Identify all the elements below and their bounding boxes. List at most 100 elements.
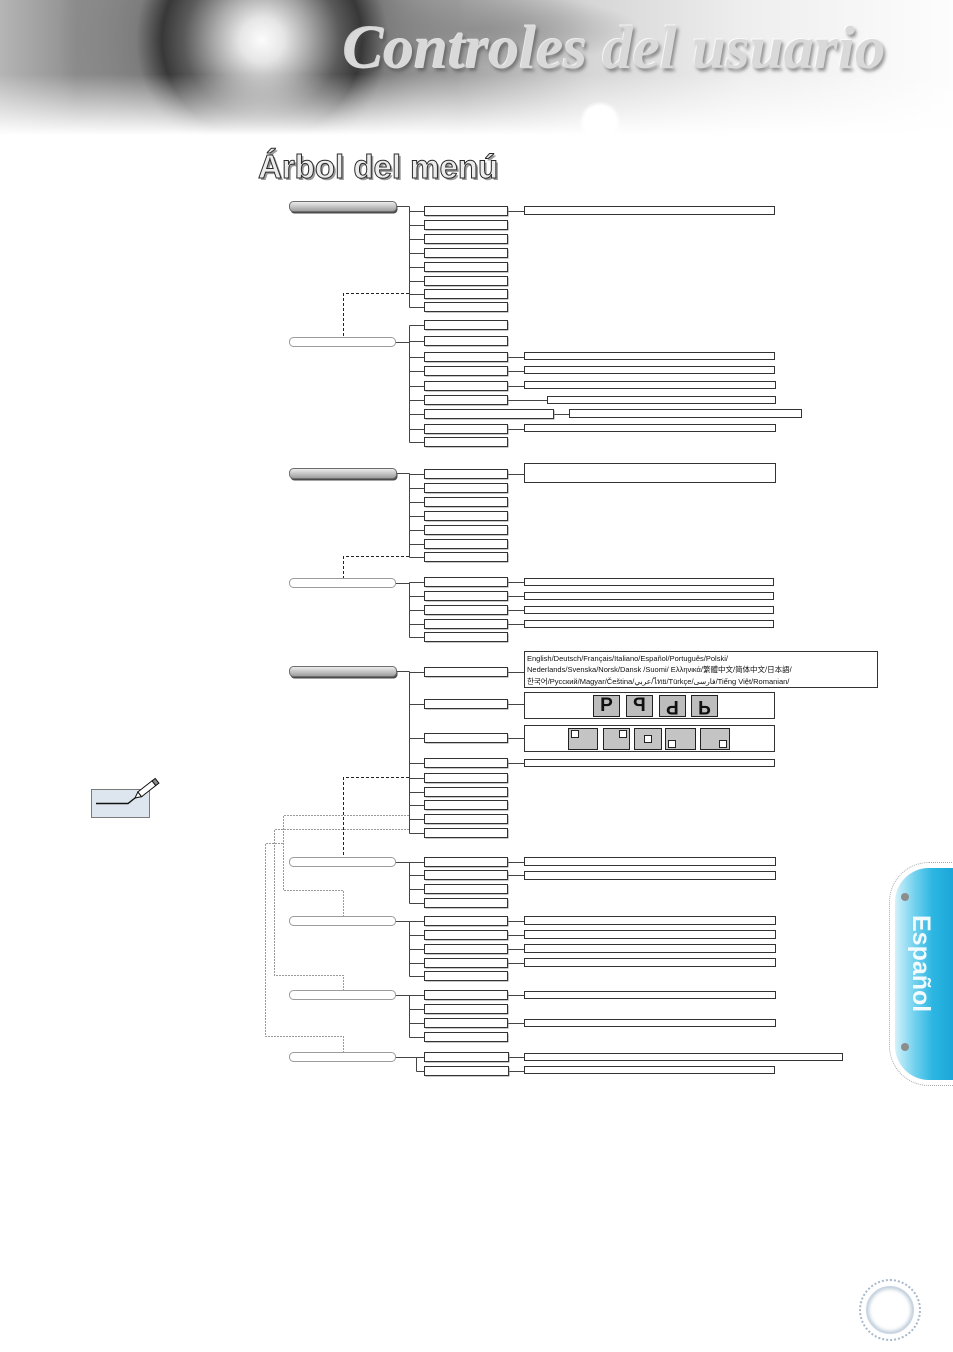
setting-value-box (524, 620, 774, 628)
submenu-item-box (424, 539, 508, 549)
projection-glyph: P (666, 696, 679, 717)
top-left-location-icon (568, 728, 598, 750)
setting-value-box (547, 396, 776, 404)
submenu-item-box (424, 667, 508, 677)
page-title: Árbol del menú (257, 148, 499, 185)
submenu-item-box (424, 437, 508, 447)
main-menu-box (289, 468, 397, 479)
top-right-location-icon (603, 728, 630, 750)
submenu-item-box (424, 352, 508, 362)
submenu-item-box (424, 409, 554, 419)
submenu-item-box (424, 814, 508, 824)
submenu-item-box (424, 483, 508, 493)
centre-location-icon (634, 728, 662, 750)
side-tab-label: Español (907, 915, 935, 1013)
submenu-header-box (289, 990, 396, 1000)
submenu-item-box (424, 234, 508, 244)
setting-value-box (524, 1019, 776, 1027)
submenu-header-box (289, 916, 396, 926)
page-number-badge (866, 1286, 914, 1334)
main-menu-box (289, 666, 397, 677)
location-marker (668, 740, 676, 748)
submenu-item-box (424, 248, 508, 258)
submenu-link-line (265, 843, 344, 1052)
menu-location-options-box (524, 725, 775, 752)
front-projection-icon: P (593, 695, 620, 717)
submenu-header-box (289, 578, 396, 588)
tree-boxes (289, 201, 843, 1077)
submenu-item-box (424, 424, 508, 434)
submenu-item-box (424, 773, 508, 783)
note-pencil-icon (91, 777, 160, 818)
submenu-item-box (424, 898, 508, 908)
submenu-item-box (424, 632, 508, 642)
submenu-item-box (424, 758, 508, 768)
language-line-1: English/Deutsch/Français/Italiano/Españo… (527, 654, 728, 663)
submenu-item-box (424, 525, 508, 535)
submenu-header-box (289, 857, 396, 867)
projection-glyph: P (698, 696, 711, 717)
language-line-2: Nederlands/Svenska/Norsk/Dansk /Suomi/ Ε… (527, 665, 792, 675)
submenu-item-box (424, 276, 508, 286)
chapter-title: Controles del usuario (343, 15, 886, 82)
submenu-item-box (424, 958, 508, 968)
setting-value-box (524, 592, 774, 600)
submenu-item-box (424, 336, 508, 346)
submenu-item-box (424, 857, 508, 867)
submenu-item-box (424, 381, 508, 391)
setting-value-box (524, 578, 774, 586)
submenu-item-box (424, 870, 508, 880)
submenu-item-box (424, 552, 508, 562)
submenu-header-box (289, 337, 396, 347)
setting-value-box (524, 871, 776, 880)
header-photo-band (0, 0, 953, 135)
location-marker (571, 730, 579, 738)
submenu-item-box (424, 469, 508, 479)
setting-value-box (524, 916, 776, 925)
rear-top-projection-icon: P (691, 695, 718, 717)
language-options-box: English/Deutsch/Français/Italiano/Españo… (524, 651, 878, 688)
submenu-link-line (274, 829, 409, 990)
setting-value-box (524, 366, 775, 374)
setting-value-box (524, 424, 776, 432)
setting-value-box (524, 991, 776, 999)
submenu-item-box (424, 619, 508, 629)
location-marker (619, 730, 627, 738)
submenu-link-dashed-line (343, 556, 409, 578)
submenu-item-box (424, 320, 508, 330)
submenu-item-box (424, 605, 508, 615)
submenu-item-box (424, 971, 508, 981)
setting-value-box (569, 409, 802, 418)
submenu-item-box (424, 1066, 509, 1076)
location-marker (719, 740, 727, 748)
submenu-item-box (424, 262, 508, 272)
submenu-item-box (424, 220, 508, 230)
setting-value-box (524, 381, 776, 389)
submenu-item-box (424, 800, 508, 810)
projection-glyph: P (600, 695, 613, 716)
submenu-item-box (424, 366, 508, 376)
submenu-item-box (424, 787, 508, 797)
submenu-item-box (424, 511, 508, 521)
submenu-item-box (424, 289, 508, 299)
setting-value-box (524, 958, 776, 967)
setting-value-box (524, 1066, 775, 1074)
page-number-ring (859, 1279, 921, 1341)
submenu-item-box (424, 497, 508, 507)
main-menu-box (289, 201, 397, 212)
setting-value-box (524, 606, 774, 614)
language-line-3: 한국어/Русский/Magyar/Čeština/عربي/ไทย/Türk… (527, 676, 790, 686)
side-tab-dot (901, 893, 909, 901)
submenu-item-box (424, 733, 508, 743)
submenu-item-box (424, 1004, 508, 1014)
submenu-item-box (424, 944, 508, 954)
submenu-link-line (283, 815, 409, 916)
location-marker (644, 735, 652, 743)
submenu-item-box (424, 916, 508, 926)
submenu-item-box (424, 884, 508, 894)
setting-value-box (524, 206, 775, 215)
ceiling-top-projection-icon: P (659, 695, 686, 717)
setting-value-box (524, 944, 776, 953)
bottom-left-location-icon (665, 728, 696, 750)
